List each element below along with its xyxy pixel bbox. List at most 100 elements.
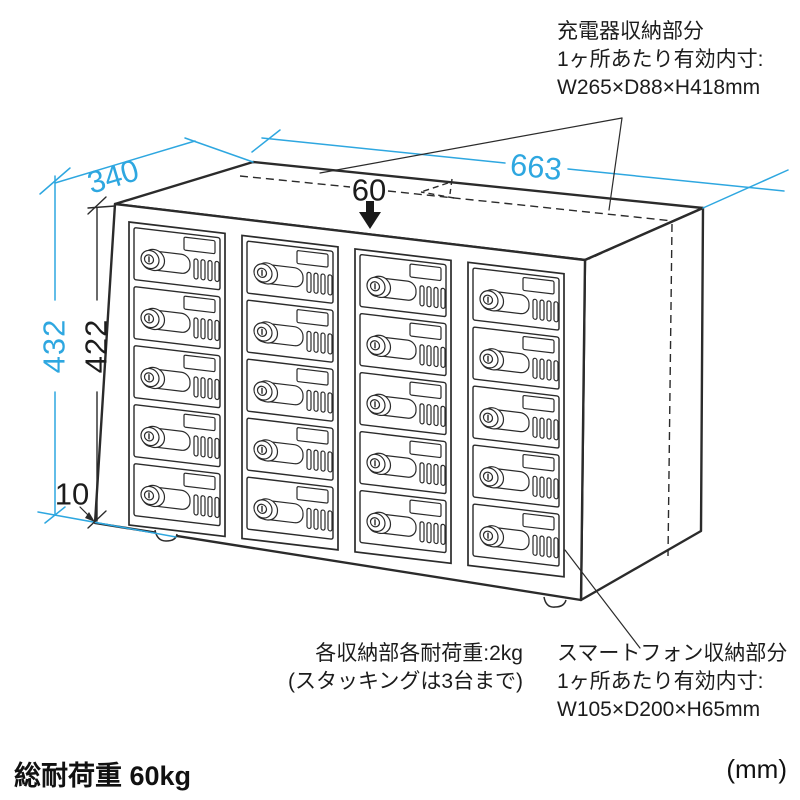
door-lock-icon	[366, 452, 392, 476]
door-lock-icon	[366, 334, 392, 358]
door-vent-slots	[419, 521, 446, 545]
cabinet-feet	[154, 529, 567, 608]
dim-tick-top-left	[39, 167, 71, 195]
per-slot-load-line1: 各収納部各耐荷重:2kg	[315, 642, 523, 665]
locker-door	[359, 254, 447, 318]
dim-line-depth	[54, 140, 196, 184]
dimension-lines-black	[79, 196, 116, 529]
inner-wall-top-right	[588, 220, 674, 260]
door-lock-icon	[253, 439, 279, 462]
leader-foot-arrowhead	[85, 512, 95, 522]
door-lock-icon	[366, 393, 392, 417]
door-name-plate	[409, 322, 442, 341]
door-name-plate	[296, 309, 329, 327]
dim-top-slot-label: 60	[352, 173, 386, 208]
door-vent-slots	[306, 507, 333, 532]
locker-door	[133, 227, 221, 291]
smartphone-note: スマートフォン収納部分 1ヶ所あたり有効内寸: W105×D200×H65mm	[557, 640, 787, 724]
locker-column	[128, 221, 226, 538]
door-name-plate	[409, 499, 442, 518]
slot-chevron	[420, 178, 455, 199]
door-vent-slots	[193, 317, 220, 342]
door-vent-slots	[193, 435, 220, 460]
door-lock-icon	[479, 466, 505, 489]
door-name-plate	[522, 394, 555, 413]
door-name-plate	[522, 512, 555, 531]
door-name-plate	[409, 381, 442, 400]
door-lock-icon	[479, 348, 505, 371]
door-vent-slots	[532, 534, 559, 559]
dim-tick-body-top	[87, 196, 107, 215]
inner-wall-top-back	[239, 175, 674, 222]
door-lock-icon	[479, 525, 505, 548]
dim-ext-body-top	[87, 205, 116, 209]
door-name-plate	[296, 368, 329, 386]
locker-door	[472, 267, 560, 331]
locker-door	[133, 286, 221, 350]
charger-note-line2: 1ヶ所あたり有効内寸:	[557, 48, 764, 71]
dim-tick-width-left	[251, 129, 281, 153]
door-lock-icon	[366, 511, 392, 535]
locker-door	[246, 476, 334, 540]
door-vent-slots	[306, 271, 333, 296]
dim-depth-label: 340	[83, 152, 143, 200]
door-lock-icon	[253, 380, 279, 403]
leader-charger-left	[319, 117, 623, 174]
door-vent-slots	[193, 376, 220, 401]
dimension-labels: 340 663 432 422 10 60	[37, 147, 564, 512]
door-name-plate	[183, 472, 216, 491]
note-leaders	[319, 117, 641, 649]
door-vent-slots	[419, 403, 446, 427]
door-lock-icon	[140, 248, 166, 272]
door-vent-slots	[306, 389, 333, 414]
door-vent-slots	[532, 475, 559, 500]
per-slot-load-note: 各収納部各耐荷重:2kg (スタッキングは3台まで)	[278, 640, 523, 696]
dim-ext-width-right	[702, 169, 789, 209]
locker-door	[246, 358, 334, 422]
inner-wall-side	[667, 223, 673, 557]
cabinet-right-face	[579, 206, 705, 602]
door-lock-icon	[140, 307, 166, 331]
leader-charger-right	[608, 117, 623, 211]
door-vent-slots	[532, 357, 559, 382]
smartphone-note-line1: スマートフォン収納部分	[557, 642, 788, 665]
door-lock-icon	[479, 407, 505, 430]
door-vent-slots	[532, 298, 559, 323]
door-name-plate	[183, 236, 216, 255]
door-name-plate	[183, 354, 216, 373]
locker-door	[472, 385, 560, 449]
door-name-plate	[296, 486, 329, 504]
smartphone-note-line2: 1ヶ所あたり有効内寸:	[557, 670, 764, 693]
door-lock-icon	[253, 321, 279, 344]
locker-column	[354, 247, 452, 565]
unit-note: (mm)	[726, 754, 787, 784]
locker-door	[472, 326, 560, 390]
door-name-plate	[522, 335, 555, 354]
dim-total-height-label: 432	[37, 319, 72, 374]
door-name-plate	[522, 276, 555, 295]
door-lock-icon	[140, 484, 166, 508]
per-slot-load-line2: (スタッキングは3台まで)	[287, 670, 523, 693]
smartphone-note-line3: W105×D200×H65mm	[557, 698, 761, 721]
locker-door	[246, 240, 334, 304]
door-name-plate	[183, 413, 216, 432]
door-name-plate	[409, 263, 442, 282]
door-vent-slots	[193, 258, 220, 283]
locker-door	[472, 503, 560, 567]
door-name-plate	[409, 440, 442, 459]
door-vent-slots	[419, 344, 446, 368]
door-lock-icon	[366, 275, 392, 299]
door-name-plate	[183, 295, 216, 314]
charger-note-line1: 充電器収納部分	[557, 20, 704, 43]
locker-door	[359, 313, 447, 377]
foot-right	[543, 596, 567, 608]
dim-body-height-label: 422	[79, 319, 114, 374]
dimension-lines-blue	[37, 129, 789, 538]
dim-ext-floor	[37, 511, 177, 538]
door-vent-slots	[306, 448, 333, 473]
door-lock-icon	[140, 425, 166, 449]
door-name-plate	[296, 250, 329, 268]
dim-width-label: 663	[508, 147, 563, 187]
door-grid	[128, 221, 565, 578]
